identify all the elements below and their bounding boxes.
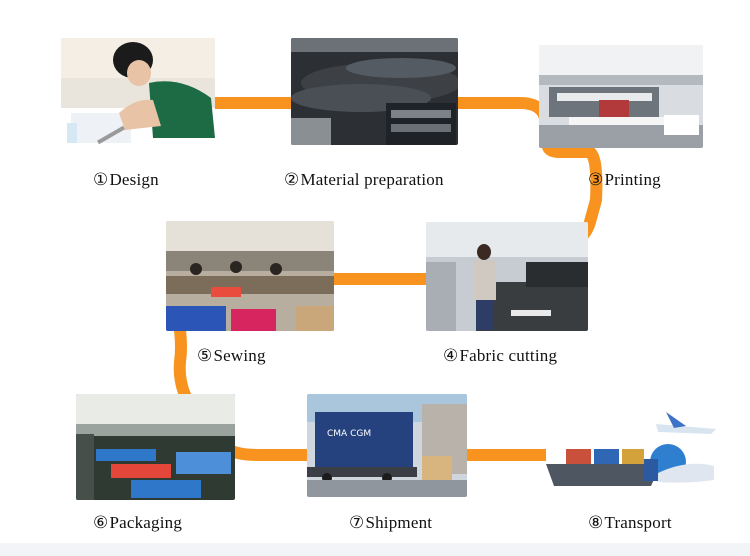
bottom-band <box>0 543 750 556</box>
step-8-caption: ⑧Transport <box>588 513 672 533</box>
packaging-photo <box>76 394 235 500</box>
design-photo <box>61 38 215 153</box>
step-4-caption: ④Fabric cutting <box>443 346 557 366</box>
step-5-caption: ⑤Sewing <box>197 346 266 366</box>
step-6-caption: ⑥Packaging <box>93 513 182 533</box>
transport-photo <box>546 404 716 496</box>
printing-photo <box>539 45 703 148</box>
truck-text: CMA CGM <box>327 429 371 439</box>
fabric-cutting-photo <box>426 222 588 331</box>
shipment-photo: CMA CGM <box>307 394 467 497</box>
step-2-caption: ②Material preparation <box>284 170 444 190</box>
material-preparation-photo <box>291 38 458 145</box>
step-7-caption: ⑦Shipment <box>349 513 432 533</box>
sewing-photo <box>166 221 334 331</box>
step-1-caption: ①Design <box>93 170 159 190</box>
step-3-caption: ③Printing <box>588 170 661 190</box>
